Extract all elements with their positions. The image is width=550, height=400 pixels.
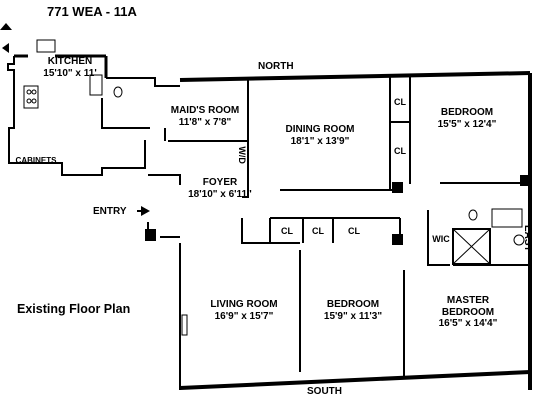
kitchen-label: KITCHEN 15'10" x 11'	[30, 56, 110, 79]
maids-room-wall	[106, 77, 180, 87]
bathtub	[491, 208, 523, 228]
maids-room-name: MAID'S ROOM	[170, 105, 240, 116]
dining-room-label: DINING ROOM 18'1" x 13'9"	[270, 124, 370, 147]
closet-label-4: CL	[312, 226, 324, 236]
living-room-dims: 16'9" x 15'7"	[214, 310, 274, 322]
living-room-label: LIVING ROOM 16'9" x 15'7"	[190, 299, 298, 322]
dining-room-name: DINING ROOM	[285, 124, 355, 135]
exit-arrow-left	[2, 43, 9, 53]
ne-bedroom-name: BEDROOM	[440, 107, 494, 118]
kitchen-wall	[7, 56, 146, 176]
closet-label-2: CL	[394, 146, 406, 156]
foyer-name: FOYER	[202, 177, 238, 188]
south-bedroom-label: BEDROOM 15'9" x 11'3"	[305, 299, 401, 322]
exit-arrow-up	[0, 23, 12, 30]
entry-label: ENTRY	[93, 206, 127, 217]
closet-label-5: CL	[348, 226, 360, 236]
master-bedroom-name: MASTER	[446, 295, 490, 306]
column-entry	[145, 229, 156, 241]
wic-wall	[427, 210, 450, 266]
stove-burner-3	[26, 98, 32, 104]
stove-burner-4	[31, 98, 37, 104]
foyer-north-wall	[148, 174, 181, 185]
plan-caption: Existing Floor Plan	[17, 302, 131, 316]
kitchen-dims: 15'10" x 11'	[43, 67, 97, 79]
master-bedroom-label: MASTER BEDROOM 16'5" x 14'4"	[420, 295, 516, 330]
south-bedroom-name: BEDROOM	[326, 299, 380, 310]
closet-row-wall	[241, 218, 300, 244]
column-closet	[392, 234, 403, 245]
living-fireplace	[181, 314, 188, 336]
ne-bedroom-dims: 15'5" x 12'4"	[437, 118, 497, 130]
cabinets-label: CABINETS	[15, 156, 57, 165]
foyer-label: FOYER 18'10" x 6'11"	[165, 177, 275, 200]
stove-burner-1	[26, 89, 32, 95]
south-bedroom-dims: 15'9" x 11'3"	[323, 310, 383, 322]
east-label: EAST	[522, 225, 533, 252]
shower-x2	[452, 228, 491, 265]
master-toilet	[468, 209, 478, 221]
closet-label-3: CL	[281, 226, 293, 236]
master-bedroom-name-2: BEDROOM	[441, 306, 495, 318]
maids-toilet	[113, 86, 123, 98]
column-ne	[520, 175, 531, 186]
living-room-name: LIVING ROOM	[210, 299, 278, 310]
north-label: NORTH	[258, 61, 294, 72]
kitchen-stove	[23, 85, 39, 109]
south-wall	[179, 370, 531, 390]
wd-label: W/D	[237, 146, 248, 164]
stove-burner-2	[31, 89, 37, 95]
master-sink	[513, 234, 525, 246]
maids-room-dims: 11'8" x 7'8"	[178, 116, 232, 128]
plan-title: 771 WEA - 11A	[47, 4, 137, 19]
south-label: SOUTH	[307, 386, 342, 397]
north-wall	[179, 71, 531, 82]
master-bedroom-dims: 16'5" x 14'4"	[438, 318, 498, 329]
entry-arrow	[141, 206, 150, 216]
dining-room-dims: 18'1" x 13'9"	[290, 135, 350, 147]
maids-room-west-wall	[101, 98, 150, 129]
kitchen-counter	[36, 39, 56, 53]
wic-label: WIC	[432, 234, 450, 244]
ne-bedroom-label: BEDROOM 15'5" x 12'4"	[422, 107, 512, 130]
foyer-dims: 18'10" x 6'11"	[188, 188, 252, 200]
column	[392, 182, 403, 193]
closet-label-1: CL	[394, 97, 406, 107]
kitchen-sink	[89, 74, 103, 96]
maids-room-label: MAID'S ROOM 11'8" x 7'8"	[160, 105, 250, 128]
kitchen-name: KITCHEN	[47, 56, 93, 67]
